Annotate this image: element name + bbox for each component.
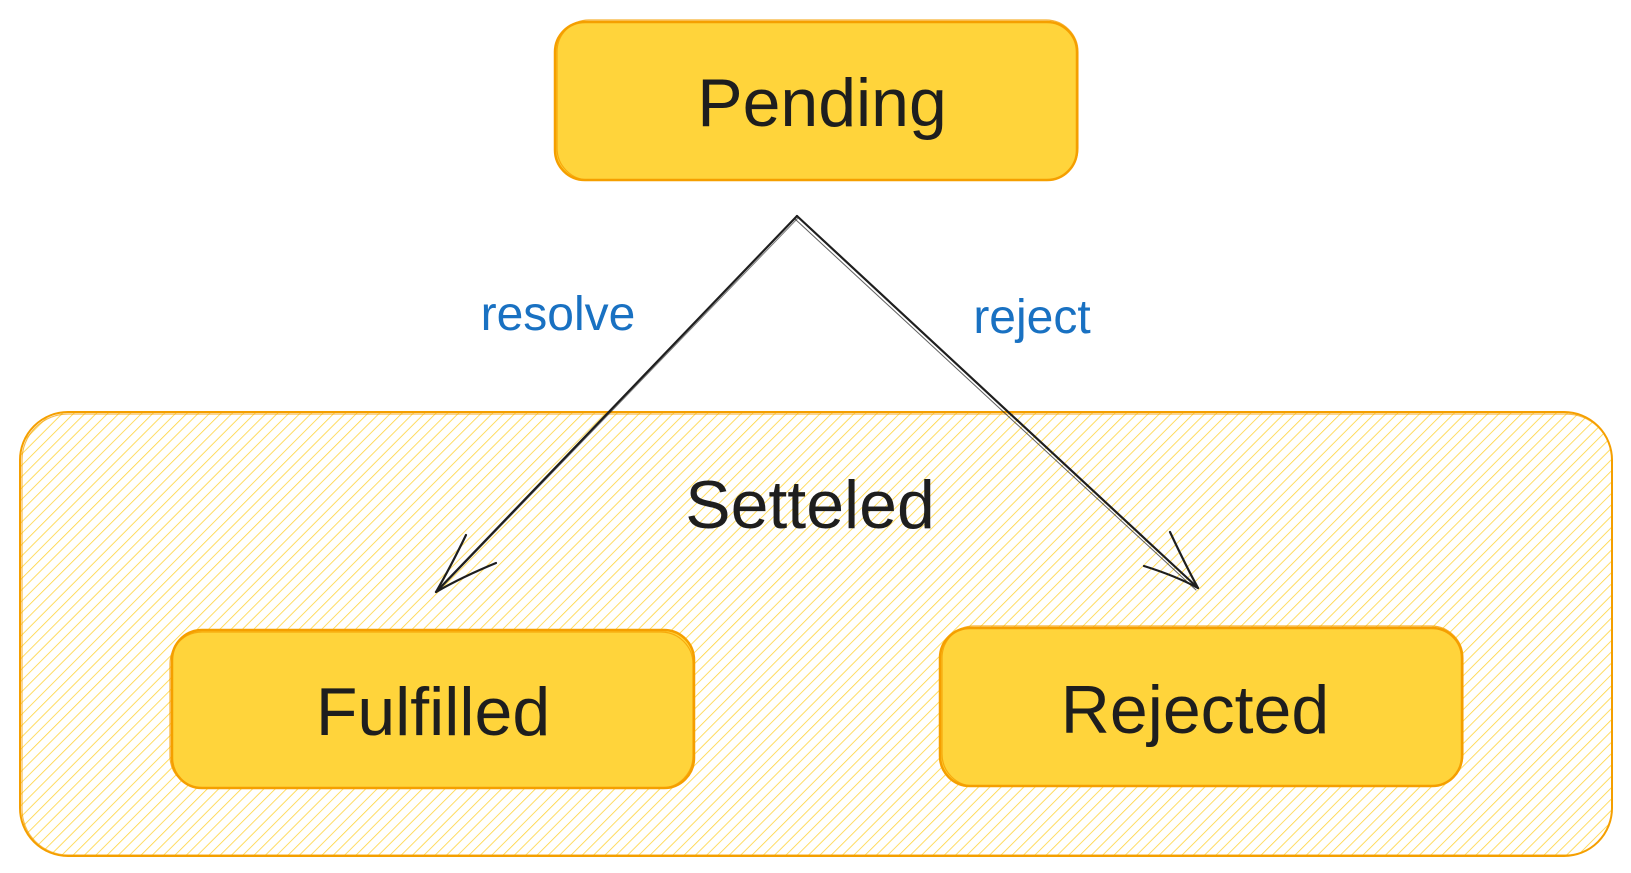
rejected-node-box-sketch [941,625,1464,787]
resolve-arrowhead [434,533,498,594]
pending-label: Pending [697,65,947,141]
reject-arrow-line [795,214,1200,590]
settled-container-box-sketch [21,413,1613,856]
resolve-arrow-line-sketch [437,217,799,592]
reject-label: reject [973,291,1090,344]
fulfilled-node[interactable]: Fulfilled [169,628,696,790]
fulfilled-label: Fulfilled [316,674,550,750]
pending-node[interactable]: Pending [553,19,1079,182]
reject-arrowhead [1142,530,1200,590]
fulfilled-node-box-sketch [169,631,694,789]
settled-label: Setteled [685,467,935,543]
resolve-label: resolve [481,288,636,341]
resolve-arrow[interactable]: resolve [434,214,799,594]
pending-node-box-sketch [556,19,1079,181]
rejected-label: Rejected [1061,672,1329,748]
rejected-node[interactable]: Rejected [938,625,1464,788]
resolve-arrow-line [434,214,799,594]
reject-arrow[interactable]: reject [794,214,1200,591]
reject-arrow-line-sketch [794,218,1197,591]
